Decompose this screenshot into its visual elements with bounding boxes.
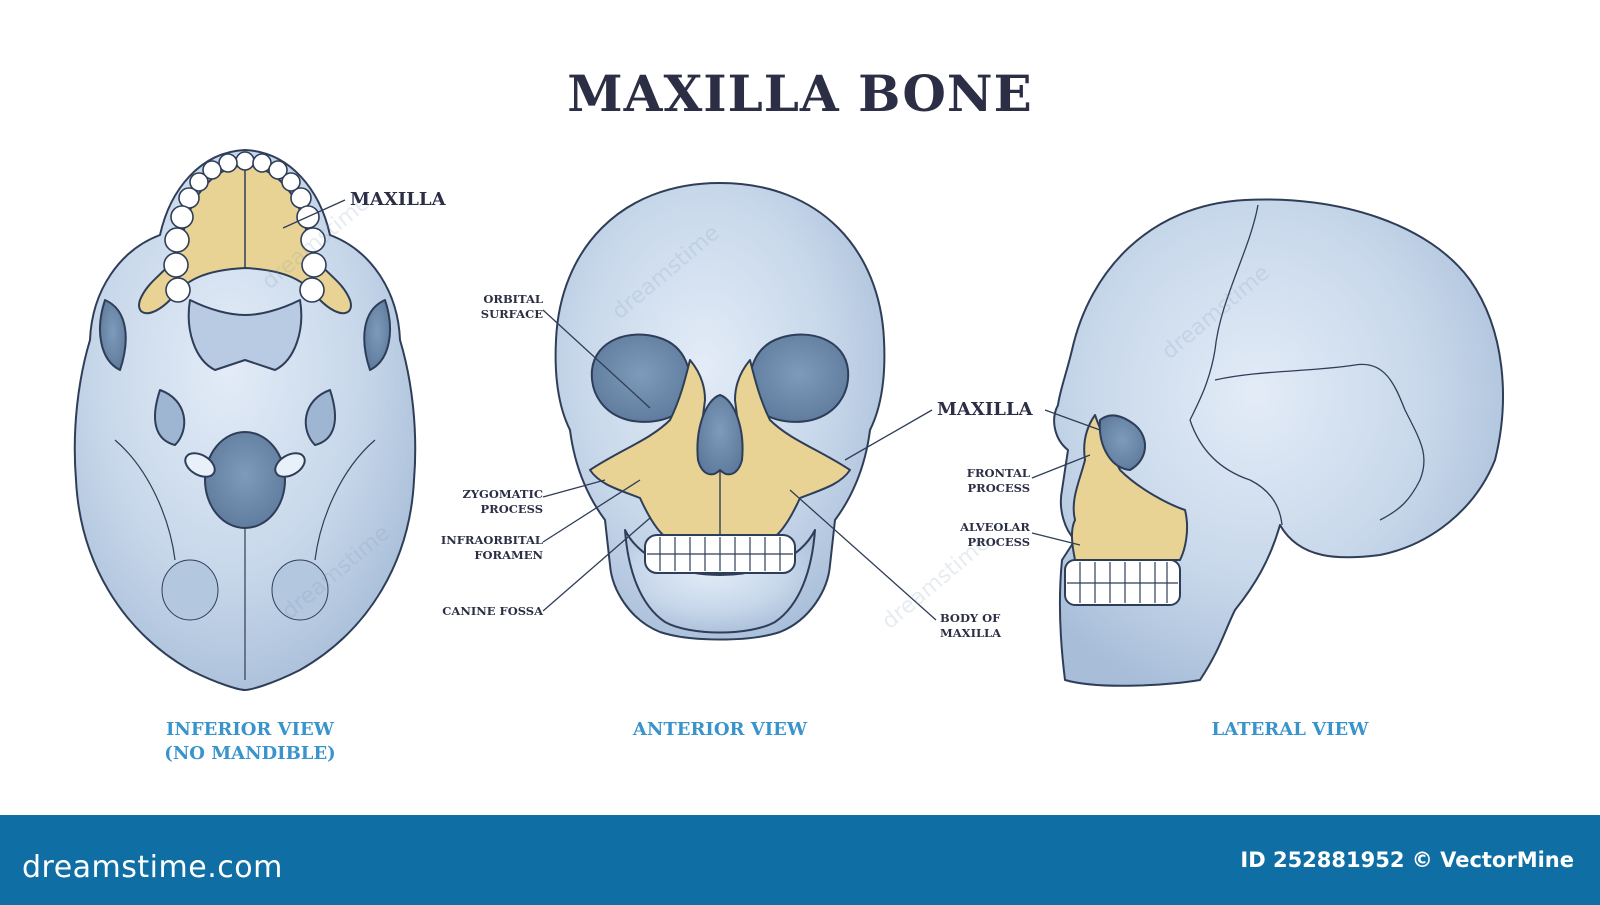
zygomatic-process-line2: PROCESS xyxy=(480,502,544,516)
lateral-skull xyxy=(1053,198,1504,687)
lateral-view-caption: LATERAL VIEW xyxy=(1211,719,1369,740)
alveolar-process-line1: ALVEOLAR xyxy=(960,520,1030,534)
anterior-view-caption: ANTERIOR VIEW xyxy=(632,719,808,740)
frontal-process-label: FRONTAL PROCESS xyxy=(940,466,1030,496)
body-of-maxilla-line2: MAXILLA xyxy=(940,626,1002,640)
inferior-maxilla-leader xyxy=(282,199,346,229)
orbital-surface-line1: ORBITAL xyxy=(483,292,543,306)
zygomatic-process-line1: ZYGOMATIC xyxy=(462,487,543,501)
inferior-skull xyxy=(73,149,417,691)
stock-id-credit: ID 252881952 © VectorMine xyxy=(1240,848,1574,872)
anterior-mandible xyxy=(624,529,816,634)
anterior-leaders xyxy=(542,309,937,621)
body-of-maxilla-line1: BODY OF xyxy=(940,611,1001,625)
inferior-teeth xyxy=(163,151,327,303)
anterior-maxilla xyxy=(589,359,851,541)
anterior-teeth-lines xyxy=(647,537,793,571)
alveolar-process-line2: PROCESS xyxy=(967,535,1031,549)
lateral-maxilla xyxy=(1071,414,1189,561)
anterior-maxilla-label: MAXILLA xyxy=(937,399,1033,420)
orbital-surface-label: ORBITAL SURFACE xyxy=(443,292,543,322)
zygomatic-process-label: ZYGOMATIC PROCESS xyxy=(433,487,543,517)
infraorbital-foramen-line1: INFRAORBITAL xyxy=(440,533,543,547)
inferior-view-line2: (NO MANDIBLE) xyxy=(164,743,336,764)
diagram-title: MAXILLA BONE xyxy=(567,64,1033,123)
infraorbital-foramen-label: INFRAORBITAL FORAMEN xyxy=(423,533,543,563)
lateral-sutures xyxy=(1189,204,1425,526)
body-of-maxilla-label: BODY OF MAXILLA xyxy=(940,611,1001,641)
canine-fossa-label: CANINE FOSSA xyxy=(442,604,543,618)
foramen-magnum xyxy=(204,431,286,529)
frontal-process-line1: FRONTAL xyxy=(966,466,1030,480)
lateral-leaders xyxy=(1031,409,1101,546)
infraorbital-foramen-line2: FORAMEN xyxy=(474,548,543,562)
lateral-teeth-lines xyxy=(1067,562,1178,603)
frontal-process-line2: PROCESS xyxy=(967,481,1031,495)
inferior-maxilla-label: MAXILLA xyxy=(350,189,446,210)
orbital-surface-line2: SURFACE xyxy=(480,307,543,321)
lateral-orbit xyxy=(1098,414,1146,471)
inferior-view-line1: INFERIOR VIEW xyxy=(166,719,334,740)
dreamstime-logo[interactable]: dreamstime.com xyxy=(22,850,283,885)
footer-bar xyxy=(0,815,1600,905)
anterior-skull xyxy=(554,182,886,641)
inferior-view-caption: INFERIOR VIEW (NO MANDIBLE) xyxy=(140,718,360,766)
alveolar-process-label: ALVEOLAR PROCESS xyxy=(930,520,1030,550)
